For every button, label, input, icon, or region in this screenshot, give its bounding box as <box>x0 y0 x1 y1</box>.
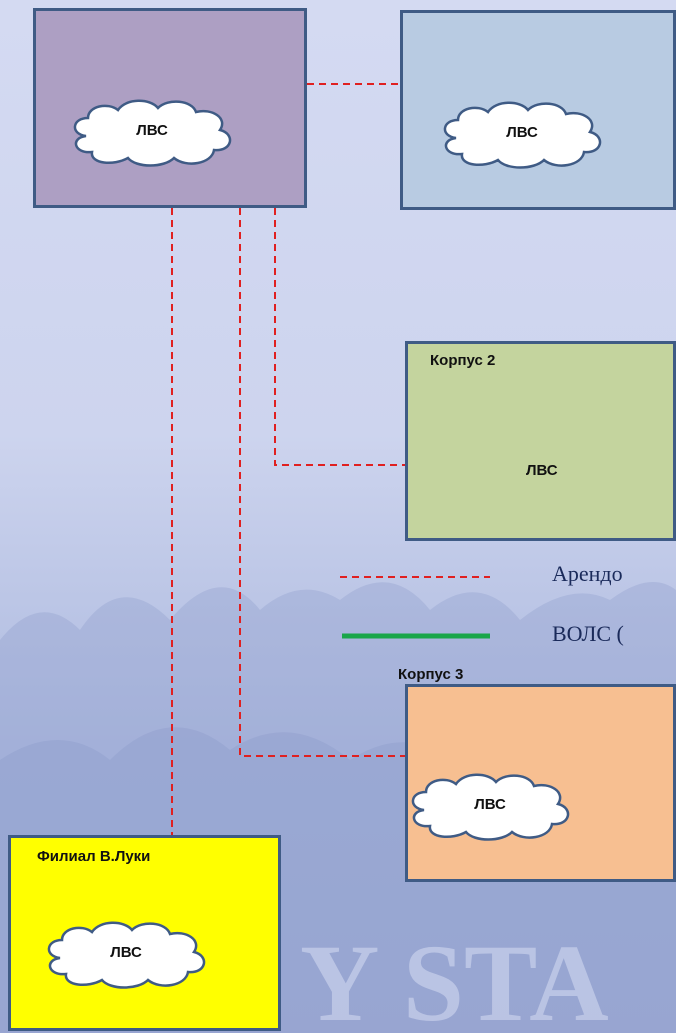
lan-label: ЛВС <box>474 796 506 813</box>
lan-label: ЛВС <box>136 122 168 139</box>
lan-label: ЛВС <box>526 462 558 479</box>
korpus2-label: Корпус 2 <box>430 352 496 369</box>
lan-label: ЛВС <box>110 944 142 961</box>
legend-leased-text: Арендо <box>552 561 623 586</box>
lan-cloud-icon: ЛВС <box>66 98 238 168</box>
korpus2-box: Корпус 2 ЛВС <box>405 341 676 541</box>
link-main-korpus3 <box>239 208 405 757</box>
lan-cloud-icon: ЛВС <box>404 772 576 842</box>
korpus3-box <box>405 684 676 882</box>
filial-label: Филиал В.Луки <box>37 848 151 865</box>
legend-fiber-text: ВОЛС ( <box>552 621 624 646</box>
korpus3-label: Корпус 3 <box>398 666 464 683</box>
link-main-korpus2 <box>274 208 405 466</box>
lan-label: ЛВС <box>506 124 538 141</box>
lan-cloud-icon: ЛВС <box>40 920 212 990</box>
lan-cloud-icon: ЛВС <box>436 100 608 170</box>
